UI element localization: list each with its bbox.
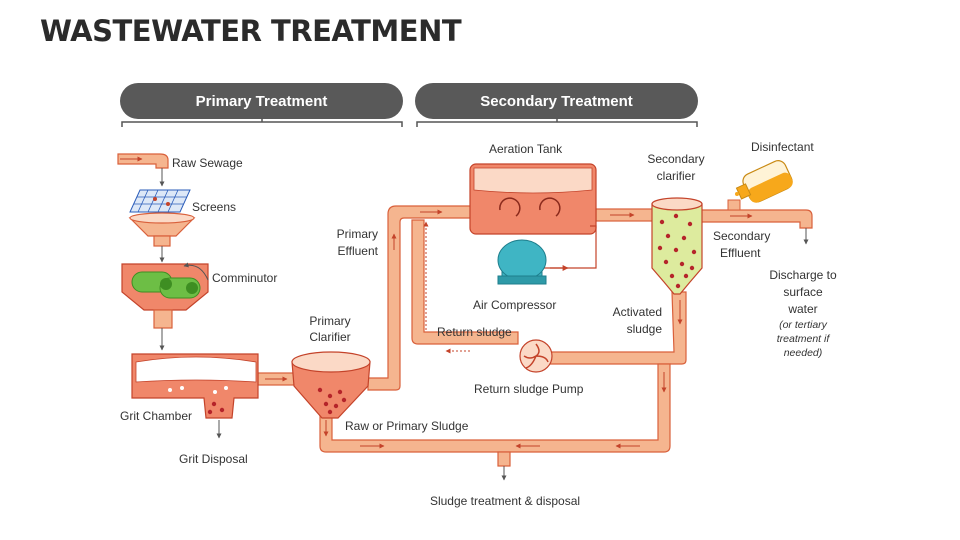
screen-grid-icon [129, 189, 191, 213]
section-brackets [121, 118, 698, 127]
label-secondary-effluent-line2: Effluent [720, 246, 761, 260]
label-comminutor: Comminutor [212, 271, 277, 285]
pipe-primary-effluent [367, 205, 473, 391]
label-secondary-effluent-line1: Secondary [713, 229, 770, 243]
pipe-return-sludge [411, 219, 519, 345]
bottle-icon [727, 160, 793, 211]
secondary-treatment-header: Secondary Treatment [415, 83, 698, 119]
label-aeration-tank: Aeration Tank [489, 142, 563, 156]
flow-arrows [120, 156, 753, 449]
air-line [540, 225, 597, 271]
label-return-sludge: Return sludge [437, 325, 512, 339]
label-grit-chamber: Grit Chamber [120, 409, 192, 423]
pump-icon [519, 339, 553, 373]
pipe-to-sludge-treatment [497, 451, 511, 467]
label-discharge-note-line2: treatment if [777, 333, 831, 345]
secondary-clarifier-tank [651, 197, 703, 295]
label-secondary-clarifier-line2: clarifier [657, 169, 696, 183]
label-discharge-line2: surface [783, 285, 823, 299]
diagram-labels: Raw Sewage Screens Comminutor Grit Chamb… [120, 140, 837, 508]
pipe-secondary-effluent [699, 209, 813, 229]
label-disinfectant: Disinfectant [751, 140, 814, 154]
label-air-compressor: Air Compressor [473, 298, 556, 312]
aeration-tank [469, 163, 597, 235]
dashed-return-arrows [423, 221, 470, 354]
pipe-raw-sewage [117, 153, 169, 169]
label-sludge-treatment: Sludge treatment & disposal [430, 494, 580, 508]
label-discharge-note-line3: needed) [784, 347, 823, 359]
primary-treatment-header: Primary Treatment [120, 83, 403, 119]
grit-chamber-tank [131, 353, 259, 419]
label-grit-disposal: Grit Disposal [179, 452, 248, 466]
funnel-icon [128, 212, 196, 247]
compressor-icon [497, 239, 547, 285]
label-return-sludge-pump: Return sludge Pump [474, 382, 584, 396]
page-title: WASTEWATER TREATMENT [40, 14, 462, 48]
label-discharge-note-line1: (or tertiary [779, 319, 828, 331]
label-activated-sludge-line2: sludge [627, 322, 663, 336]
label-discharge-line3: water [787, 302, 817, 316]
label-primary-clarifier-line2: Clarifier [309, 330, 350, 344]
label-primary-clarifier-line1: Primary [309, 314, 350, 328]
label-activated-sludge-line1: Activated [613, 305, 662, 319]
label-secondary-clarifier-line1: Secondary [647, 152, 704, 166]
label-screens: Screens [192, 200, 236, 214]
pipe-sludge-line [319, 363, 671, 453]
label-raw-sewage: Raw Sewage [172, 156, 243, 170]
connector-arrows [159, 168, 809, 481]
label-raw-primary-sludge: Raw or Primary Sludge [345, 419, 469, 433]
comminutor-icon [121, 263, 209, 329]
label-primary-effluent-line2: Effluent [338, 244, 379, 258]
label-discharge-line1: Discharge to [769, 268, 837, 282]
primary-clarifier-tank [291, 351, 371, 419]
pipe-clarifier-to-pump [539, 291, 687, 365]
label-primary-effluent-line1: Primary [337, 227, 378, 241]
